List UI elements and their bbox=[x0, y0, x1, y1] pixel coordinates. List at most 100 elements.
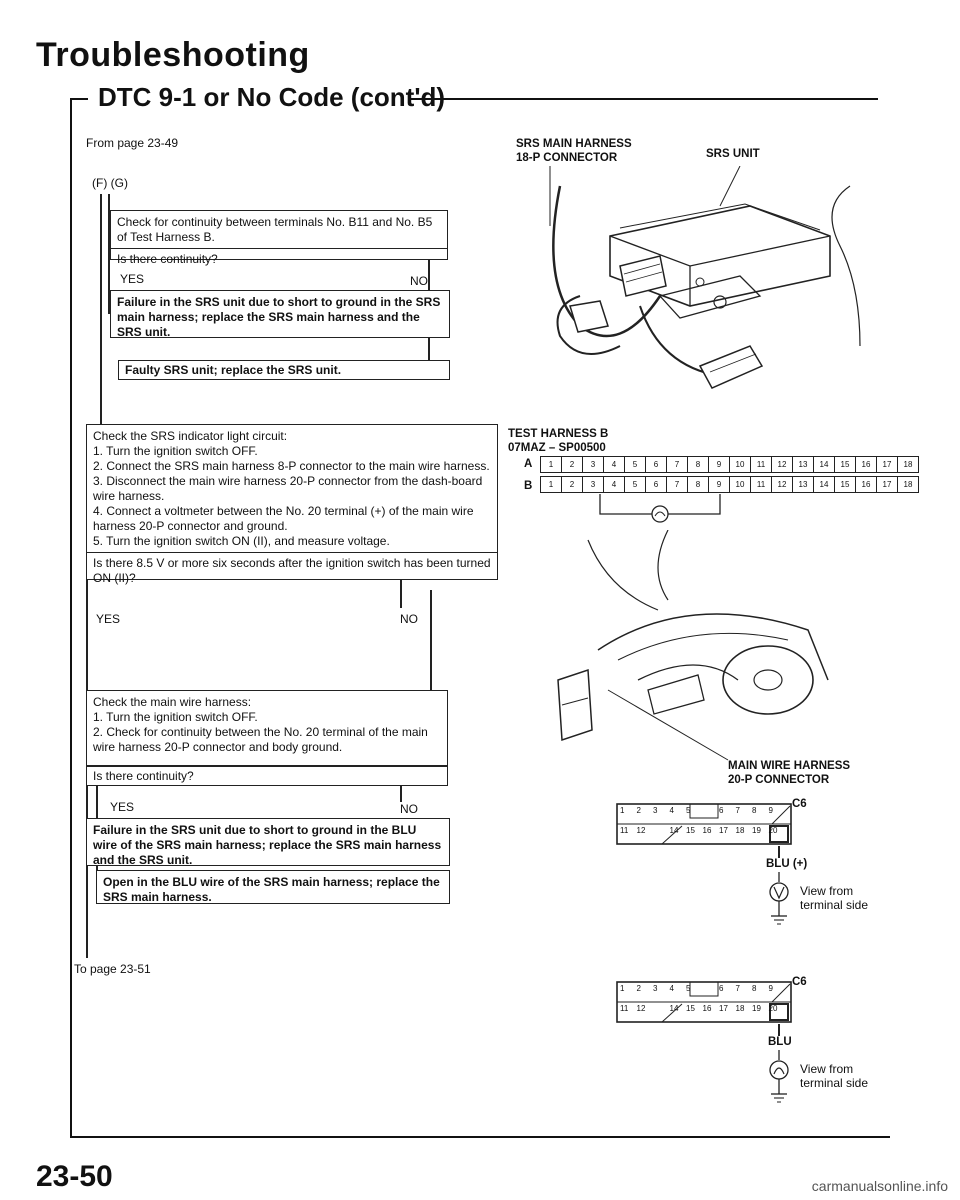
harness-continuity-question: Is there continuity? bbox=[86, 766, 448, 786]
c6-pin-number: 20 bbox=[768, 1004, 778, 1013]
row-b-label: B bbox=[524, 480, 533, 492]
blu-label: BLU bbox=[768, 1036, 792, 1048]
harness-check-steps: 1. Turn the ignition switch OFF. 2. Chec… bbox=[93, 710, 441, 755]
srs-main-harness-label: SRS MAIN HARNESS bbox=[516, 138, 632, 150]
failure-short-ground-box: Failure in the SRS unit due to short to … bbox=[110, 290, 450, 339]
c6-pin-number: 6 bbox=[719, 984, 724, 993]
c6-pin-number: 3 bbox=[653, 984, 658, 993]
pin-cell: 6 bbox=[645, 456, 667, 473]
c6-pin-number: 15 bbox=[686, 826, 695, 835]
c6-pin-number: 16 bbox=[702, 1004, 712, 1013]
left-frame-rule bbox=[70, 98, 72, 1138]
c6-pin-number: 4 bbox=[669, 806, 674, 815]
pin-cell: 5 bbox=[624, 456, 646, 473]
c6-pin-number: 14 bbox=[669, 826, 679, 835]
c6-pin-number: 4 bbox=[669, 984, 674, 993]
continuity-check-box: Check for continuity between terminals N… bbox=[110, 210, 448, 266]
pin-cell: 15 bbox=[834, 456, 856, 473]
pin-cell: 17 bbox=[876, 456, 898, 473]
c6-pin-number: 8 bbox=[752, 984, 757, 993]
step-item: 5. Turn the ignition switch ON (II), and… bbox=[93, 534, 390, 548]
c6-pin-number: 11 bbox=[620, 826, 629, 835]
srs-unit-label: SRS UNIT bbox=[706, 148, 760, 160]
flow-line bbox=[108, 194, 110, 314]
c6-pin-number: 19 bbox=[752, 1004, 761, 1013]
flow-line bbox=[430, 590, 432, 690]
c6-pin-number: 7 bbox=[735, 806, 740, 815]
voltage-question: Is there 8.5 V or more six seconds after… bbox=[87, 552, 497, 586]
flow-line bbox=[96, 766, 98, 818]
blu-open-box: Open in the BLU wire of the SRS main har… bbox=[96, 870, 450, 904]
pin-cell: 10 bbox=[729, 476, 751, 493]
connector-20p-label: 20-P CONNECTOR bbox=[728, 774, 830, 786]
continuity-check-text: Check for continuity between terminals N… bbox=[117, 215, 433, 244]
pin-cell: 7 bbox=[666, 476, 688, 493]
srs-unit-illustration bbox=[549, 166, 861, 389]
c6-pin-number: 19 bbox=[752, 826, 761, 835]
pin-cell: 2 bbox=[561, 476, 583, 493]
c6-pin-number: 18 bbox=[735, 1004, 745, 1013]
wire-line bbox=[778, 1024, 780, 1036]
blu-short-failure-box: Failure in the SRS unit due to short to … bbox=[86, 818, 450, 867]
watermark-text: carmanualsonline.info bbox=[811, 1178, 948, 1194]
pin-cell: 11 bbox=[750, 476, 772, 493]
step-item: 3. Disconnect the main wire harness 20-P… bbox=[93, 474, 483, 503]
c6-pin-number: 16 bbox=[702, 826, 712, 835]
pin-cell: 10 bbox=[729, 456, 751, 473]
header-rule-left bbox=[70, 98, 88, 100]
header-rule-right bbox=[408, 98, 878, 100]
step-item: 1. Turn the ignition switch OFF. bbox=[93, 444, 258, 458]
c6-pin-number: 2 bbox=[636, 806, 641, 815]
page-title: Troubleshooting bbox=[36, 36, 310, 74]
pin-cell: 3 bbox=[582, 476, 604, 493]
pin-cell: 12 bbox=[771, 456, 793, 473]
pin-cell: 2 bbox=[561, 456, 583, 473]
c6-pin-number: 8 bbox=[752, 806, 757, 815]
c6-connector-face bbox=[616, 803, 792, 845]
pin-cell: 13 bbox=[792, 476, 814, 493]
pin-cell: 18 bbox=[897, 476, 919, 493]
pin-cell: 4 bbox=[603, 456, 625, 473]
step-item: 1. Turn the ignition switch OFF. bbox=[93, 710, 258, 724]
c6-connector-face bbox=[616, 981, 792, 1023]
view-from-label: View from bbox=[800, 884, 854, 898]
pin-cell: 6 bbox=[645, 476, 667, 493]
connector-18p-label: 18-P CONNECTOR bbox=[516, 152, 618, 164]
c6-pin-number: 12 bbox=[636, 826, 646, 835]
ohmmeter-icon bbox=[769, 1050, 789, 1103]
harness-check-title: Check the main wire harness: bbox=[93, 695, 252, 709]
c6-pin-number: 15 bbox=[686, 1004, 695, 1013]
test-harness-label: TEST HARNESS B bbox=[508, 428, 609, 440]
wire-line bbox=[778, 846, 780, 858]
pin-cell: 17 bbox=[876, 476, 898, 493]
c6-pin-number: 20 bbox=[768, 826, 778, 835]
flow-line bbox=[100, 194, 102, 426]
c6-connector-label: C6 bbox=[792, 976, 807, 988]
ohmmeter-symbol bbox=[599, 494, 721, 523]
pin-cell: 12 bbox=[771, 476, 793, 493]
c6-pin-number: 7 bbox=[735, 984, 740, 993]
page-number: 23-50 bbox=[36, 1160, 113, 1193]
pin-cell: 14 bbox=[813, 476, 835, 493]
blu-plus-label: BLU (+) bbox=[766, 858, 808, 870]
flow-line bbox=[400, 578, 402, 608]
test-harness-code: 07MAZ – SP00500 bbox=[508, 442, 606, 454]
pin-cell: 7 bbox=[666, 456, 688, 473]
pin-cell: 15 bbox=[834, 476, 856, 493]
pin-cell: 5 bbox=[624, 476, 646, 493]
pin-cell: 1 bbox=[540, 456, 562, 473]
pin-cell: 18 bbox=[897, 456, 919, 473]
yes-label: YES bbox=[120, 272, 145, 286]
pin-cell: 8 bbox=[687, 476, 709, 493]
pin-cell: 8 bbox=[687, 456, 709, 473]
yes-label: YES bbox=[110, 800, 135, 814]
page-subtitle: DTC 9-1 or No Code (cont'd) bbox=[98, 82, 446, 112]
c6-pin-number: 3 bbox=[653, 806, 658, 815]
c6-pin-number: 17 bbox=[719, 1004, 728, 1013]
flow-line bbox=[428, 260, 430, 308]
yes-label: YES bbox=[96, 612, 121, 626]
c6-pin-number: 5 bbox=[686, 806, 691, 815]
step-item: 4. Connect a voltmeter between the No. 2… bbox=[93, 504, 474, 533]
no-label: NO bbox=[400, 802, 418, 816]
